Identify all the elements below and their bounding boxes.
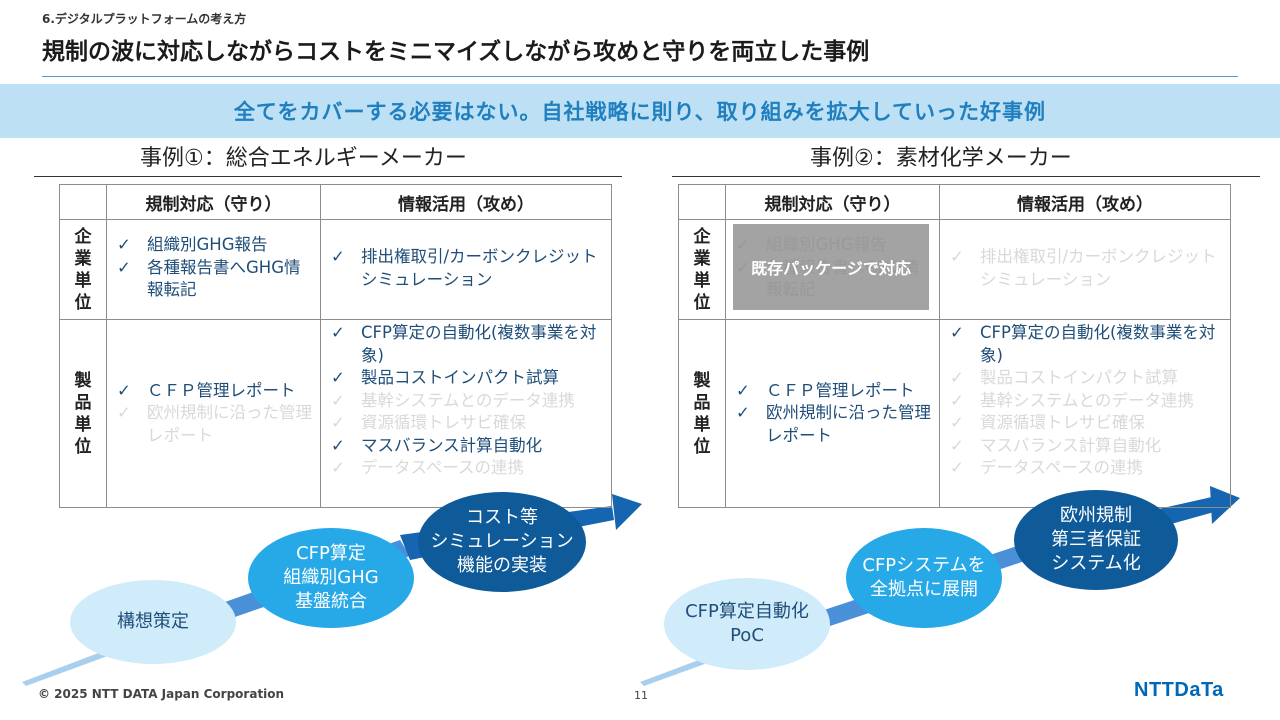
check-icon: ✓ bbox=[331, 390, 345, 410]
check-icon: ✓ bbox=[331, 247, 345, 266]
check-icon: ✓ bbox=[950, 390, 964, 410]
title-divider bbox=[42, 76, 1238, 77]
case2-product-defense: ✓ ＣＦＰ管理レポート ✓ 欧州規制に沿った管理レポート bbox=[725, 319, 940, 508]
check-icon: ✓ bbox=[331, 413, 345, 432]
check-icon: ✓ bbox=[950, 247, 964, 266]
check-item: ✓ データスペースの連携 bbox=[948, 457, 1224, 480]
row-head-product: 製品単位 bbox=[678, 319, 726, 508]
check-item: ✓ 基幹システムとのデータ連携 bbox=[329, 390, 605, 413]
check-item-text: 組織別GHG報告 bbox=[147, 235, 268, 254]
row-head-enterprise: 企業単位 bbox=[678, 219, 726, 320]
case2-enterprise-offense: ✓ 排出権取引/カーボンクレジットシミュレーション bbox=[939, 219, 1231, 320]
check-item-text: CFP算定の自動化(複数事業を対象) bbox=[980, 323, 1216, 365]
case1-enterprise-defense: ✓ 組織別GHG報告 ✓ 各種報告書へGHG情報転記 bbox=[106, 219, 321, 320]
case1-enterprise-offense: ✓ 排出権取引/カーボンクレジットシミュレーション bbox=[320, 219, 612, 320]
check-item: ✓ ＣＦＰ管理レポート bbox=[115, 380, 314, 403]
copyright: © 2025 NTT DATA Japan Corporation bbox=[38, 687, 285, 701]
case2-step-2: CFPシステムを 全拠点に展開 bbox=[846, 528, 1002, 628]
case2-divider bbox=[672, 176, 1260, 177]
check-icon: ✓ bbox=[117, 235, 131, 254]
check-icon: ✓ bbox=[331, 458, 345, 477]
header-offense: 情報活用（攻め） bbox=[939, 184, 1231, 220]
check-item: ✓ マスバランス計算自動化 bbox=[948, 435, 1224, 458]
case1-step-1: 構想策定 bbox=[70, 580, 236, 664]
section-label: 6.デジタルプラットフォームの考え方 bbox=[42, 12, 247, 26]
header-offense: 情報活用（攻め） bbox=[320, 184, 612, 220]
check-icon: ✓ bbox=[331, 435, 345, 455]
check-item-text: 資源循環トレサビ確保 bbox=[980, 413, 1145, 432]
check-item: ✓ ＣＦＰ管理レポート bbox=[734, 380, 933, 403]
check-item-text: データスペースの連携 bbox=[361, 458, 525, 477]
check-item: ✓ 排出権取引/カーボンクレジットシミュレーション bbox=[948, 246, 1224, 291]
check-item: ✓ マスバランス計算自動化 bbox=[329, 435, 605, 458]
check-item: ✓ 欧州規制に沿った管理レポート bbox=[115, 402, 314, 447]
check-item-text: 資源循環トレサビ確保 bbox=[361, 413, 526, 432]
check-icon: ✓ bbox=[331, 368, 345, 387]
page-number: 11 bbox=[634, 689, 648, 702]
case1-table: 規制対応（守り） 情報活用（攻め） 企業単位 ✓ 組織別GHG報告 ✓ 各種報告書へG… bbox=[59, 184, 612, 508]
banner-text: 全てをカバーする必要はない。自社戦略に則り、取り組みを拡大していった好事例 bbox=[233, 100, 1047, 124]
corner-cell bbox=[59, 184, 107, 220]
check-item-text: 基幹システムとのデータ連携 bbox=[361, 390, 575, 410]
case1-title: 事例①：総合エネルギーメーカー bbox=[140, 146, 467, 171]
check-icon: ✓ bbox=[736, 380, 750, 400]
check-item: ✓ CFP算定の自動化(複数事業を対象) bbox=[948, 322, 1224, 367]
check-icon: ✓ bbox=[950, 458, 964, 477]
check-icon: ✓ bbox=[736, 403, 750, 423]
case2-step-1: CFP算定自動化 PoC bbox=[664, 578, 830, 670]
check-item: ✓ データスペースの連携 bbox=[329, 457, 605, 480]
check-icon: ✓ bbox=[117, 403, 131, 423]
header-defense: 規制対応（守り） bbox=[106, 184, 321, 220]
check-item-text: マスバランス計算自動化 bbox=[361, 435, 543, 455]
check-item: ✓ 排出権取引/カーボンクレジットシミュレーション bbox=[329, 246, 605, 291]
check-icon: ✓ bbox=[950, 435, 964, 455]
key-message-banner: 全てをカバーする必要はない。自社戦略に則り、取り組みを拡大していった好事例 bbox=[0, 84, 1280, 138]
check-item-text: ＣＦＰ管理レポート bbox=[147, 380, 296, 400]
check-item-text: 排出権取引/カーボンクレジットシミュレーション bbox=[361, 247, 598, 289]
check-item-text: CFP算定の自動化(複数事業を対象) bbox=[361, 323, 597, 365]
case1-product-offense: ✓ CFP算定の自動化(複数事業を対象) ✓ 製品コストインパクト試算 ✓ 基幹システムと… bbox=[320, 319, 612, 508]
check-icon: ✓ bbox=[950, 368, 964, 387]
check-item-text: マスバランス計算自動化 bbox=[980, 435, 1162, 455]
check-item: ✓ CFP算定の自動化(複数事業を対象) bbox=[329, 322, 605, 367]
check-item-text: 欧州規制に沿った管理レポート bbox=[147, 403, 312, 445]
existing-package-overlay: 既存パッケージで対応 bbox=[733, 224, 929, 310]
case1-product-defense: ✓ ＣＦＰ管理レポート ✓ 欧州規制に沿った管理レポート bbox=[106, 319, 321, 508]
check-item-text: ＣＦＰ管理レポート bbox=[766, 380, 915, 400]
check-icon: ✓ bbox=[950, 413, 964, 432]
check-icon: ✓ bbox=[950, 323, 964, 342]
case2-title: 事例②：素材化学メーカー bbox=[810, 146, 1072, 171]
check-item-text: 各種報告書へGHG情報転記 bbox=[147, 257, 301, 300]
case1-step-2: CFP算定 組織別GHG 基盤統合 bbox=[248, 528, 414, 628]
check-item: ✓ 製品コストインパクト試算 bbox=[329, 367, 605, 390]
case1-step-3: コスト等 シミュレーション 機能の実装 bbox=[418, 492, 586, 592]
check-icon: ✓ bbox=[117, 257, 131, 277]
ntt-data-logo: NTTDaTa bbox=[1134, 679, 1224, 701]
check-item: ✓ 基幹システムとのデータ連携 bbox=[948, 390, 1224, 413]
check-item-text: 排出権取引/カーボンクレジットシミュレーション bbox=[980, 247, 1217, 289]
check-item: ✓ 各種報告書へGHG情報転記 bbox=[115, 257, 314, 302]
row-head-product: 製品単位 bbox=[59, 319, 107, 508]
header-defense: 規制対応（守り） bbox=[725, 184, 940, 220]
corner-cell bbox=[678, 184, 726, 220]
check-item: ✓ 資源循環トレサビ確保 bbox=[948, 412, 1224, 435]
check-item-text: 基幹システムとのデータ連携 bbox=[980, 390, 1194, 410]
check-item-text: データスペースの連携 bbox=[980, 458, 1144, 477]
overlay-label: 既存パッケージで対応 bbox=[751, 259, 911, 278]
check-item: ✓ 資源循環トレサビ確保 bbox=[329, 412, 605, 435]
case2-step-3: 欧州規制 第三者保証 システム化 bbox=[1014, 490, 1178, 590]
row-head-enterprise: 企業単位 bbox=[59, 219, 107, 320]
check-icon: ✓ bbox=[331, 323, 345, 342]
case2-product-offense: ✓ CFP算定の自動化(複数事業を対象) ✓ 製品コストインパクト試算 ✓ 基幹システムと… bbox=[939, 319, 1231, 508]
check-item-text: 製品コストインパクト試算 bbox=[361, 368, 559, 387]
check-item-text: 製品コストインパクト試算 bbox=[980, 368, 1178, 387]
check-icon: ✓ bbox=[117, 380, 131, 400]
check-item-text: 欧州規制に沿った管理レポート bbox=[766, 403, 931, 445]
page-title: 規制の波に対応しながらコストをミニマイズしながら攻めと守りを両立した事例 bbox=[42, 39, 870, 65]
check-item: ✓ 欧州規制に沿った管理レポート bbox=[734, 402, 933, 447]
check-item: ✓ 組織別GHG報告 bbox=[115, 234, 314, 257]
case1-divider bbox=[34, 176, 622, 177]
check-item: ✓ 製品コストインパクト試算 bbox=[948, 367, 1224, 390]
